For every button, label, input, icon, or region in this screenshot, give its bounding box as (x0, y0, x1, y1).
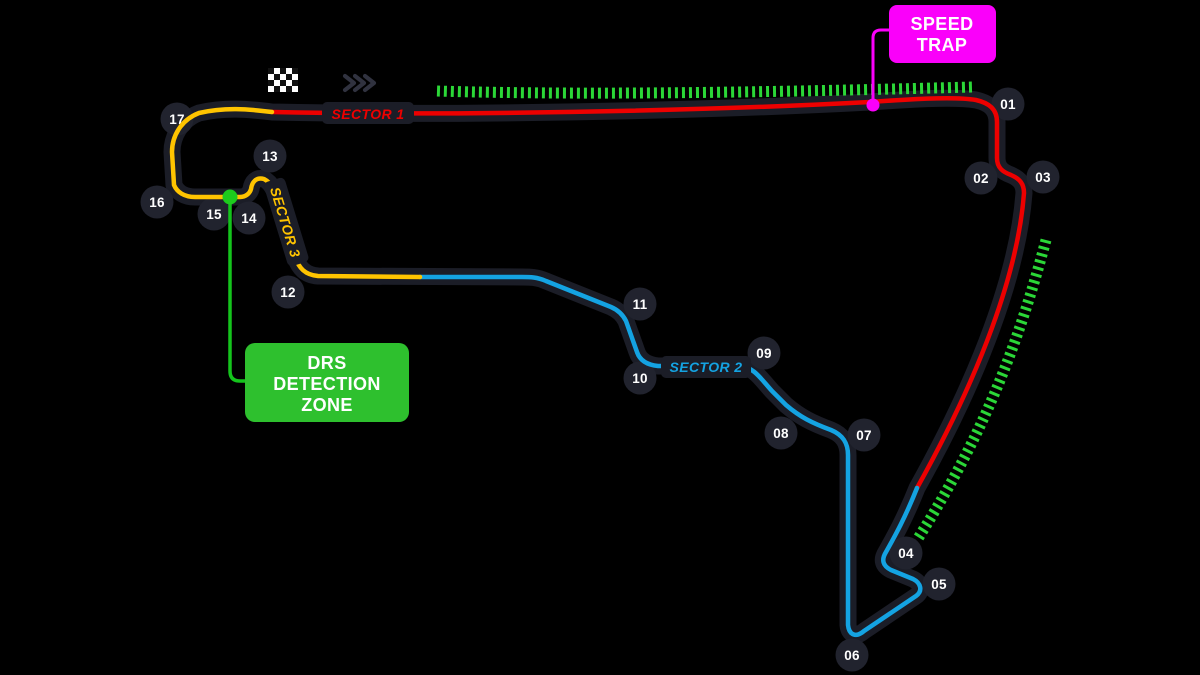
turn-marker-circle (623, 361, 657, 395)
turn-marker-circle (922, 567, 956, 601)
turn-marker-circle (1026, 160, 1060, 194)
turn-marker-number: 14 (241, 211, 257, 226)
turn-marker-circle (160, 102, 194, 136)
turn-marker-circle (964, 161, 998, 195)
start-finish (268, 68, 377, 93)
turn-marker-number: 11 (633, 297, 648, 312)
turn-marker-number: 05 (931, 577, 947, 592)
drs-detection-box (245, 343, 409, 422)
turn-marker-number: 13 (262, 149, 278, 164)
speed-trap: SPEED TRAP (866, 5, 996, 112)
turn-marker-number: 10 (632, 371, 648, 386)
sector-1-label-pad (322, 102, 414, 124)
turn-marker-circle (747, 336, 781, 370)
turn-marker-circle (253, 139, 287, 173)
direction-chevrons-icon (342, 73, 377, 93)
turn-marker-circle (847, 418, 881, 452)
drs-detection-label-line2: DETECTION (273, 374, 381, 394)
checkered-flag-icon (268, 68, 298, 92)
turn-marker-circle (197, 197, 231, 231)
drs-detection-label-line3: ZONE (301, 395, 353, 415)
sector-3-label: SECTOR 3 (267, 185, 304, 259)
sector-3-label-pad (264, 177, 309, 267)
drs-zone-back-straight (912, 238, 1052, 543)
drs-detection: DRS DETECTION ZONE (222, 189, 409, 422)
turn-marker-circle (889, 536, 923, 570)
turn-marker-circle (835, 638, 869, 672)
drs-zone-main-straight (436, 81, 974, 99)
drs-detection-connector (228, 201, 249, 383)
turn-marker-circle (991, 87, 1025, 121)
speed-trap-label-line2: TRAP (917, 35, 968, 55)
turn-marker-number: 01 (1000, 97, 1016, 112)
turn-marker-circle (271, 275, 305, 309)
sector-2-line (417, 274, 923, 638)
sector-1-line (269, 96, 1027, 491)
turn-marker-circle (140, 185, 174, 219)
speed-trap-box (889, 5, 996, 63)
turn-marker-number: 12 (280, 285, 296, 300)
drs-detection-label-line1: DRS (307, 353, 346, 373)
sector-2-label: SECTOR 2 (670, 359, 743, 375)
turn-marker-circle (764, 416, 798, 450)
turn-marker-number: 04 (898, 546, 914, 561)
turn-marker-circle (232, 201, 266, 235)
turn-marker-number: 02 (973, 171, 989, 186)
speed-trap-connector (871, 28, 892, 102)
sector-2-label-pad (661, 356, 751, 378)
sector-3-label-group: SECTOR 3 (264, 177, 309, 267)
turn-marker-number: 16 (149, 195, 165, 210)
sector-labels: SECTOR 1 SECTOR 2 SECTOR 3 (264, 102, 751, 378)
turn-marker-number: 08 (773, 426, 789, 441)
turn-marker-number: 03 (1035, 170, 1051, 185)
sector-1-label: SECTOR 1 (332, 106, 405, 122)
turn-marker-circle (623, 287, 657, 321)
turn-marker-number: 07 (856, 428, 872, 443)
turn-marker-number: 15 (206, 207, 222, 222)
turn-marker-number: 09 (756, 346, 772, 361)
drs-detection-point (222, 189, 238, 205)
turn-marker-number: 06 (844, 648, 860, 663)
drs-zones (436, 81, 1052, 543)
speed-trap-point (866, 98, 880, 112)
speed-trap-label-line1: SPEED (910, 14, 973, 34)
